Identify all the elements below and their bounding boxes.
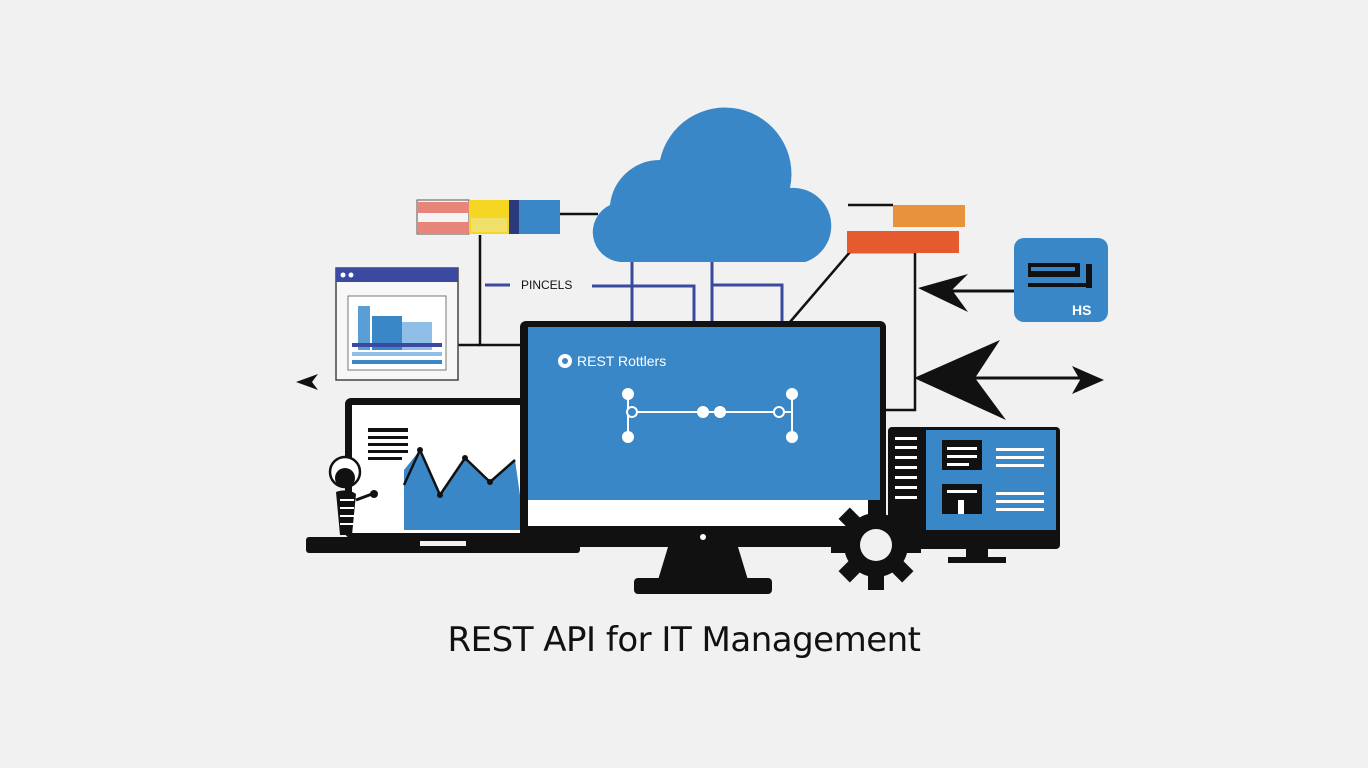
color-bar-group-right (847, 205, 965, 253)
arrow-left-icon (296, 374, 318, 390)
page-title: REST API for IT Management (447, 620, 922, 660)
screen-heading: REST Rottlers (558, 353, 666, 369)
gear-icon (831, 500, 921, 590)
laptop (306, 398, 580, 553)
pincels-label: PINCELS (521, 278, 572, 292)
cloud-icon (592, 107, 832, 262)
navy-lines (485, 260, 784, 322)
api-panel: HS (1014, 238, 1108, 322)
laptop-text-lines (368, 428, 408, 460)
color-bar-group-left (416, 199, 560, 235)
panel-badge: HS (1072, 302, 1091, 318)
node-diagram (622, 388, 798, 443)
secondary-monitor (888, 427, 1060, 563)
browser-window (335, 267, 459, 381)
screen-heading-text: REST Rottlers (577, 353, 666, 369)
user-icon (328, 455, 378, 535)
arrow-icon (914, 274, 1104, 420)
main-monitor (520, 321, 886, 594)
